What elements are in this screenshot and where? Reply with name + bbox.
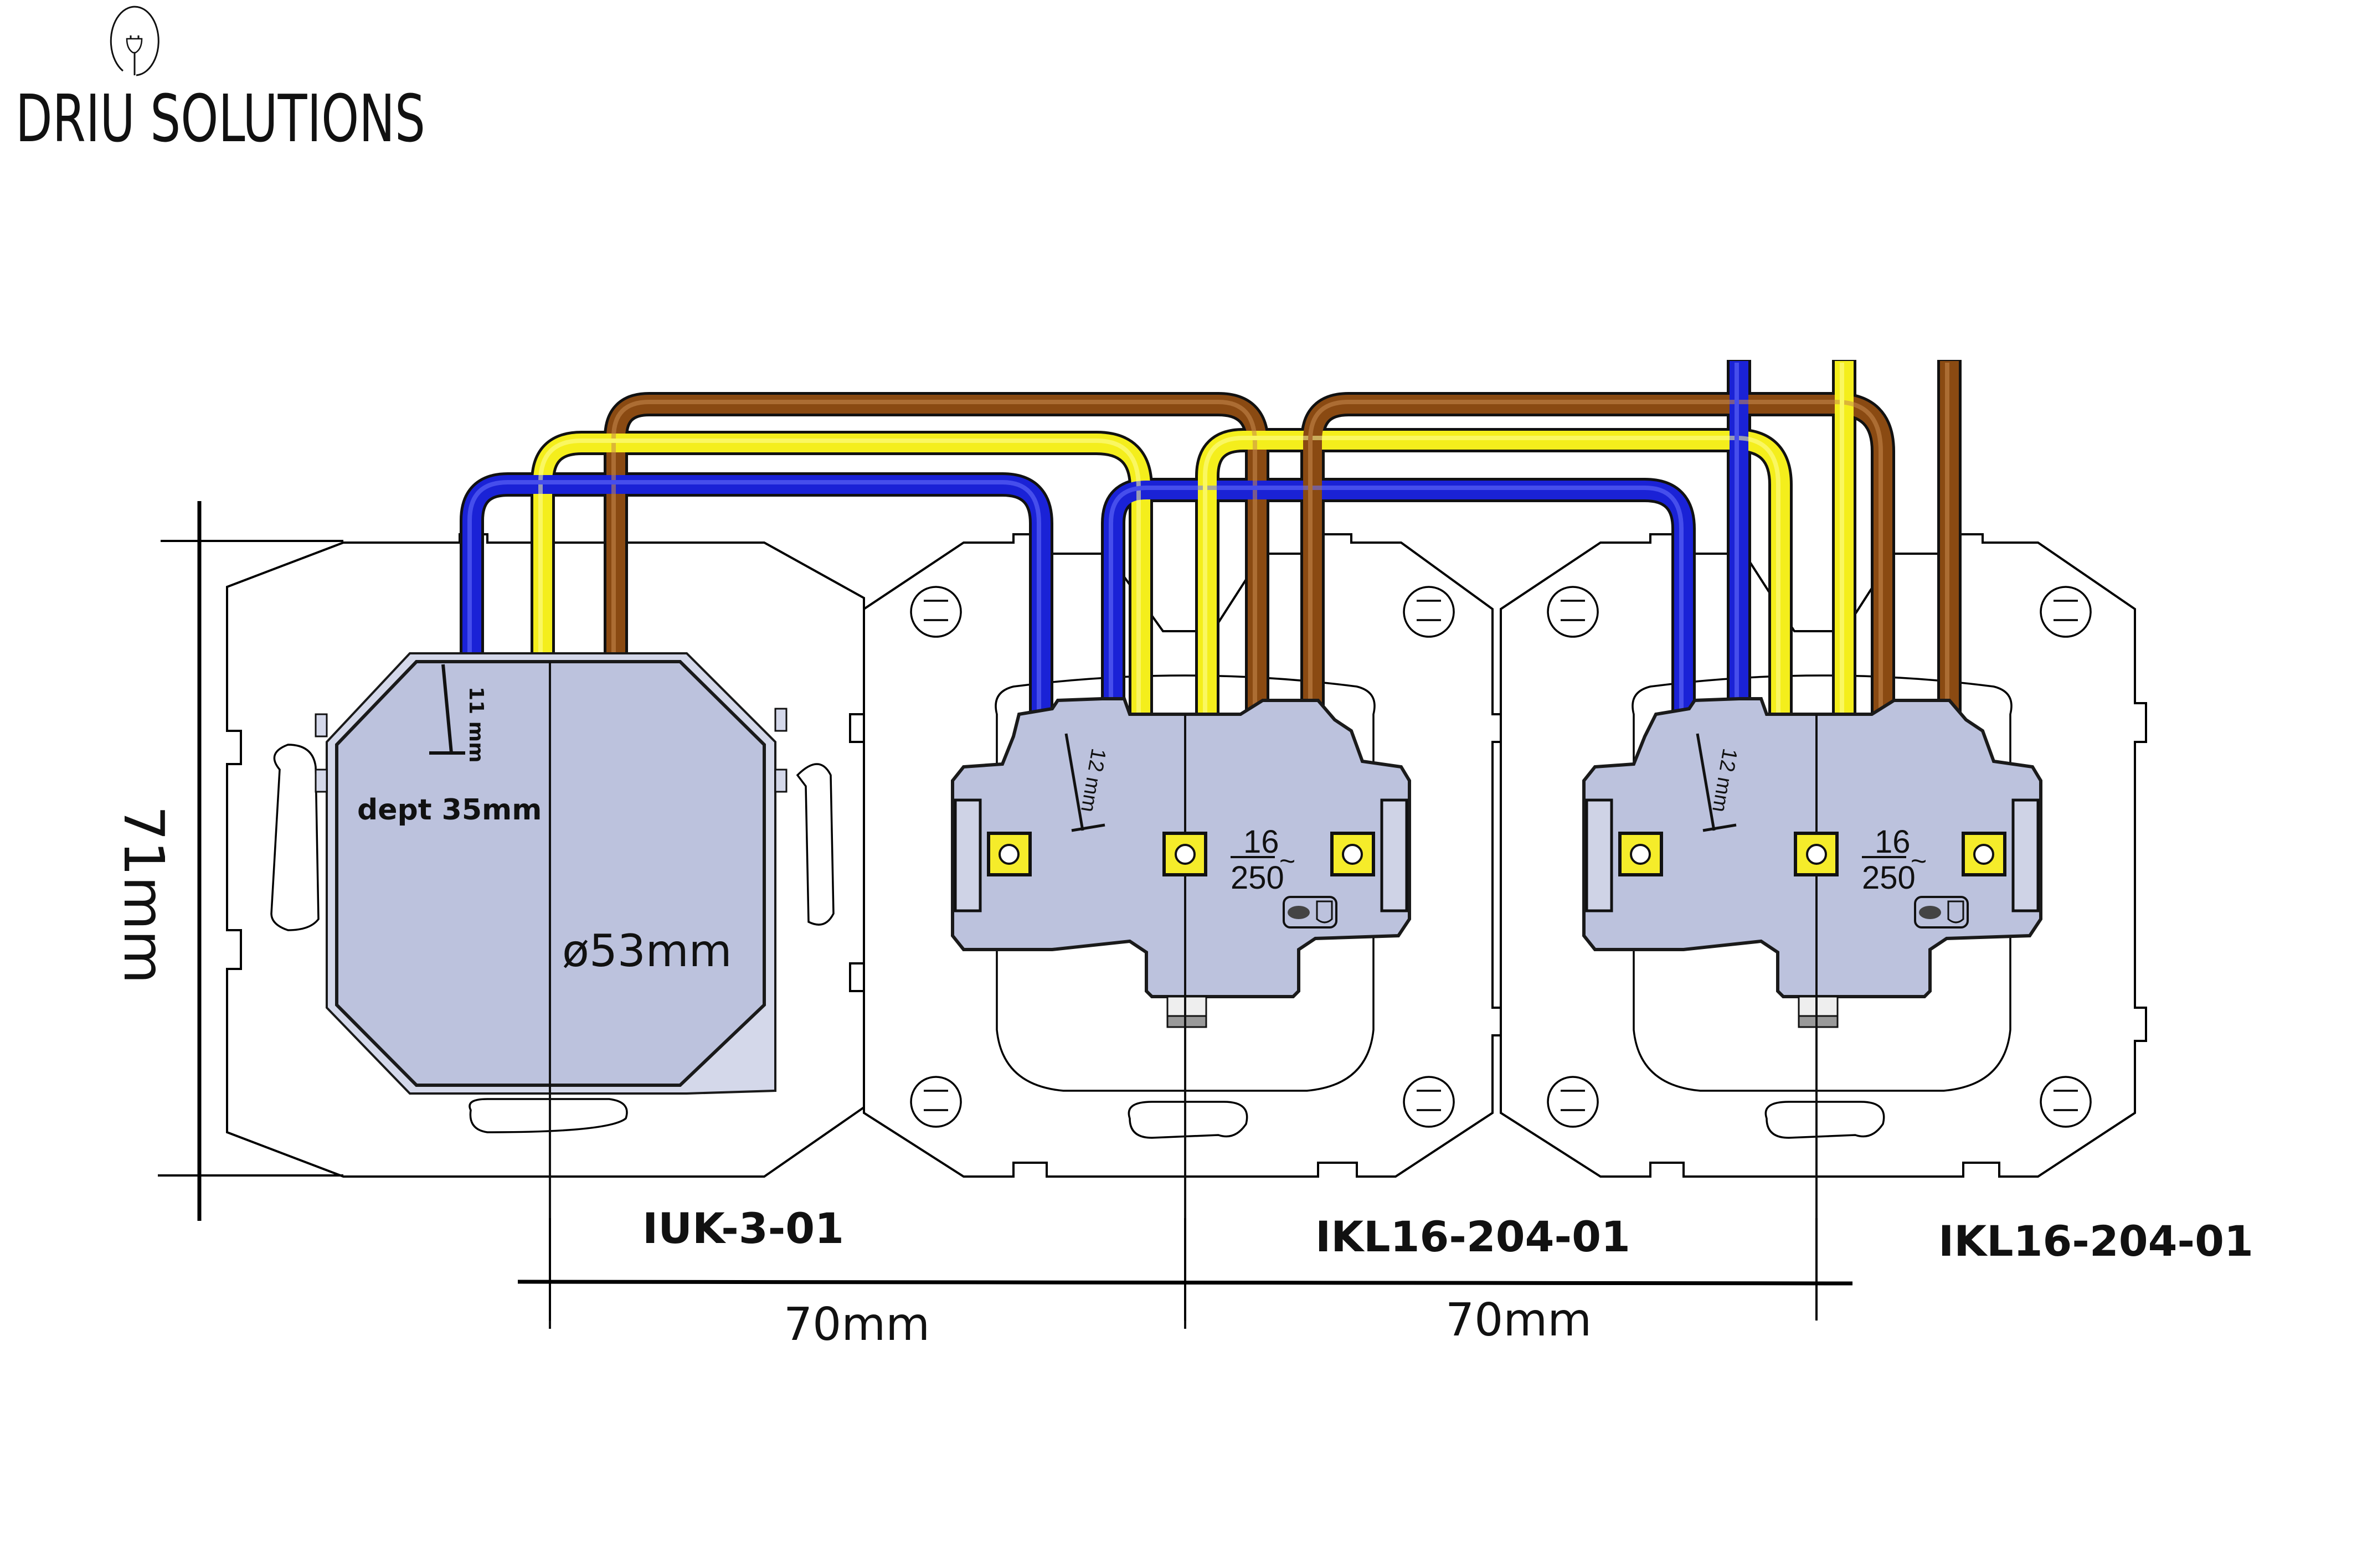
screw-slot-icon <box>910 1076 962 1128</box>
module-model-label: IUK-3-01 <box>642 1204 844 1253</box>
switch-2-model-label: IKL16-204-01 <box>1938 1216 2253 1266</box>
strip-length-dimension: 11 mm <box>429 664 487 763</box>
certification-marks-icon <box>1283 896 1337 929</box>
smart-module-iuk-3-01: 11 mm dept 35mm ø53mm <box>315 652 788 1329</box>
terminal-screw-icon <box>1618 832 1663 876</box>
ac-symbol: ~ <box>1911 845 1927 876</box>
logo: DRIU SOLUTIONS <box>16 6 425 157</box>
screw-slot-icon <box>910 586 962 638</box>
screw-slot-icon <box>1547 586 1599 638</box>
ac-symbol: ~ <box>1279 845 1295 876</box>
switch-insert-1: 12 mm 16 250 ~ <box>951 697 1411 1329</box>
spacing-dimension: 70mm 70mm <box>517 1218 1853 1351</box>
rating-voltage: 250 <box>1231 860 1284 896</box>
rating-voltage: 250 <box>1862 860 1916 896</box>
terminal-screw-icon <box>1330 832 1375 876</box>
wiring <box>460 360 1962 714</box>
screw-slot-icon <box>2040 1076 2092 1128</box>
screw-slot-icon <box>1403 1076 1455 1128</box>
screw-slot-icon <box>1547 1076 1599 1128</box>
height-label: 71mm <box>111 806 176 984</box>
module-strip-length-label: 11 mm <box>465 687 487 763</box>
rating-current: 16 <box>1875 824 1911 860</box>
brand-name: DRIU SOLUTIONS <box>16 80 425 157</box>
terminal-screw-icon <box>1794 832 1839 876</box>
spacing-label-1: 70mm <box>784 1298 930 1351</box>
terminal-screw-icon <box>1162 832 1207 876</box>
certification-marks-icon <box>1914 896 1969 929</box>
switch-1-model-label: IKL16-204-01 <box>1315 1212 1630 1261</box>
spacing-label-2: 70mm <box>1445 1294 1592 1347</box>
screw-slot-icon <box>1403 586 1455 638</box>
plug-in-bulb-icon <box>110 6 159 76</box>
terminal-screw-icon <box>987 832 1032 876</box>
module-diameter-label: ø53mm <box>562 925 732 977</box>
switch-insert-2: 12 mm 16 250 ~ <box>1582 697 2042 1321</box>
height-dimension: 71mm <box>111 501 343 1221</box>
screw-slot-icon <box>2040 586 2092 638</box>
terminal-screw-icon <box>1962 832 2006 876</box>
module-depth-label: dept 35mm <box>357 793 542 827</box>
rating-current: 16 <box>1243 824 1279 860</box>
